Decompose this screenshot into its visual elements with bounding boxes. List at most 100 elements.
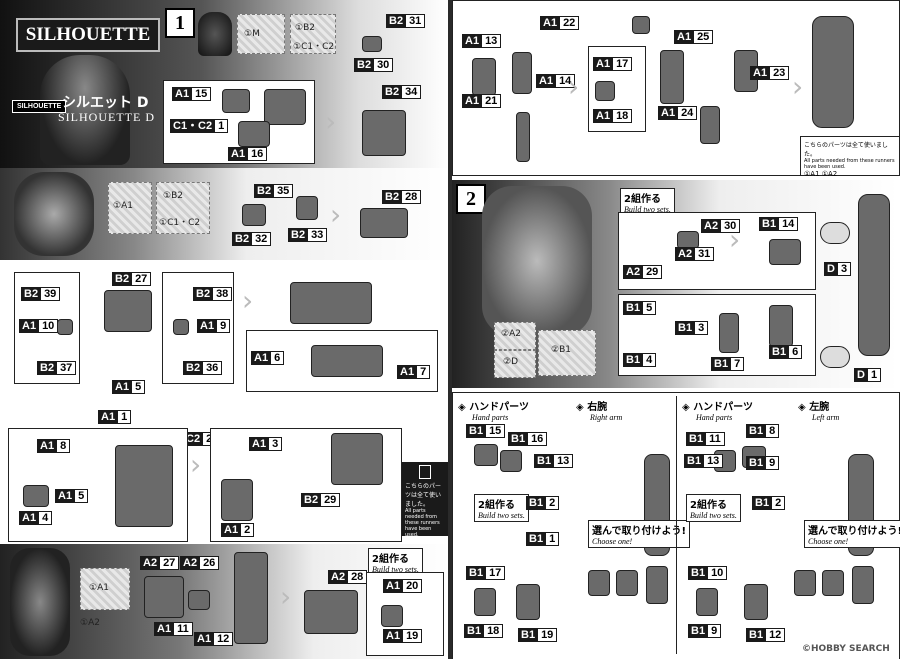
- hand-part-image: [516, 584, 540, 620]
- part-image: [632, 16, 650, 34]
- hand-option-image: [822, 570, 844, 596]
- waist-part-image: [104, 290, 152, 332]
- arm-assembled-image: [812, 16, 854, 128]
- part-image: [221, 479, 253, 521]
- divider: [676, 396, 677, 654]
- watermark: ©HOBBY SEARCH: [802, 644, 890, 654]
- part-image: [500, 450, 522, 472]
- part-image: [696, 588, 718, 616]
- pointer-icon: ◈: [458, 402, 466, 413]
- part-image: [23, 485, 49, 507]
- hand-parts-heading: ◈ ハンドパーツ Hand parts: [682, 402, 753, 422]
- part-image: [472, 58, 496, 96]
- runner-a1: ①A1: [108, 182, 152, 234]
- part-image: [311, 345, 383, 377]
- runner-label: ①A2: [80, 618, 100, 628]
- runner-b2-c: ①B2 ①C1・C2: [290, 14, 336, 54]
- part-image: [700, 106, 720, 144]
- part-image: [381, 605, 403, 627]
- runner-d: ②D: [494, 350, 536, 378]
- blade-part-image: [516, 112, 530, 162]
- foot-assembled-image: [304, 590, 358, 634]
- hand-option-image: [616, 570, 638, 596]
- hand-option-image: [852, 566, 874, 604]
- part-image: [362, 36, 382, 52]
- part-image: [296, 196, 318, 220]
- right-arm-heading: ◈ 右腕 Right arm: [576, 402, 623, 422]
- trash-icon: [419, 465, 431, 479]
- pointer-icon: ◈: [798, 402, 806, 413]
- ring-part-image: [820, 346, 850, 368]
- arrow-icon: ›: [280, 580, 292, 613]
- part-image: [238, 121, 270, 147]
- runners-used-notice: こちらのパーツは全て使いました。 All parts needed from t…: [800, 136, 900, 178]
- series-title: SILHOUETTE: [16, 18, 160, 52]
- pointer-icon: ◈: [576, 402, 584, 413]
- product-badge: SILHOUETTE: [12, 100, 67, 113]
- part-image: [719, 313, 739, 353]
- arrow-icon: ›: [330, 198, 342, 231]
- part-image: [242, 204, 266, 226]
- part-image: [474, 444, 498, 466]
- runner-m: ①M: [237, 14, 285, 54]
- part-image: [222, 89, 250, 113]
- hand-option-image: [646, 566, 668, 604]
- head-assembled-image: [362, 110, 406, 156]
- runner-a2: ②A2: [494, 322, 536, 350]
- helmet-image: [198, 12, 232, 56]
- step-number: 1: [165, 8, 195, 38]
- leg-figure-image: [10, 548, 70, 656]
- hand-part-image: [744, 584, 768, 620]
- part-image: [474, 588, 496, 616]
- arrow-icon: ›: [729, 223, 741, 256]
- hand-option-image: [794, 570, 816, 596]
- runner-b2-c: ①B2 ①C1・C2: [156, 182, 210, 234]
